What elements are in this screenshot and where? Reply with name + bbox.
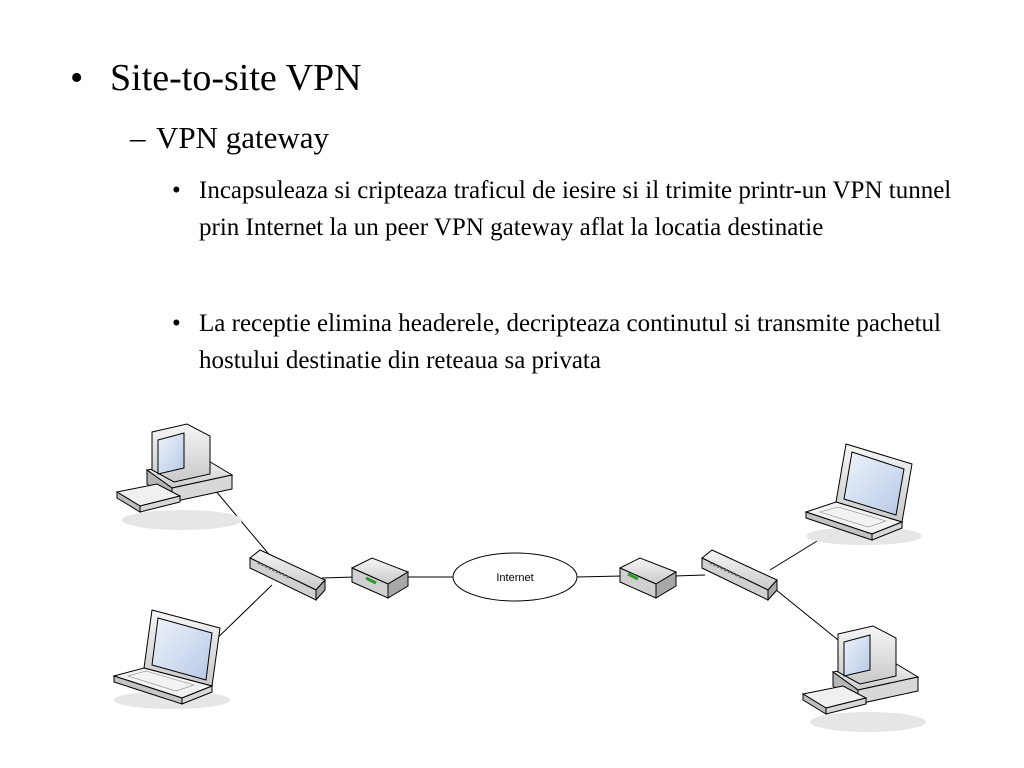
bullet-marker: – [130, 120, 146, 155]
link-internet-to-router-right [575, 575, 623, 578]
bullet-vpn-gateway: –VPN gateway [130, 120, 329, 156]
bullet-text: Incapsuleaza si cripteaza traficul de ie… [199, 177, 952, 241]
switch-left [249, 549, 326, 602]
link-router-right-to-switch [673, 574, 706, 577]
internet-label: Internet [496, 572, 533, 584]
bullet-marker: • [70, 57, 84, 99]
bullet-text: Site-to-site VPN [110, 57, 362, 99]
desktop-computer-right [801, 625, 926, 732]
laptop-left [112, 609, 230, 709]
bullet-encapsulation: • Incapsuleaza si cripteaza traficul de … [172, 172, 959, 246]
bullet-text: VPN gateway [156, 120, 330, 155]
link-switch-to-desktop-right [769, 584, 849, 649]
link-switch-left-to-router [321, 576, 356, 579]
switch-right [701, 549, 778, 602]
bullet-reception: • La receptie elimina headerele, decript… [172, 305, 959, 379]
bullet-marker: • [172, 310, 181, 337]
bullet-marker: • [172, 177, 181, 204]
link-desktop-left-to-switch [214, 489, 273, 559]
bullet-site-to-site: • Site-to-site VPN [70, 56, 362, 100]
internet-cloud: Internet [452, 552, 578, 602]
router-left [350, 557, 410, 599]
laptop-right [804, 443, 922, 545]
bullet-text: La receptie elimina headerele, decriptea… [199, 310, 942, 374]
router-right [618, 557, 678, 599]
desktop-computer-left [115, 423, 242, 530]
